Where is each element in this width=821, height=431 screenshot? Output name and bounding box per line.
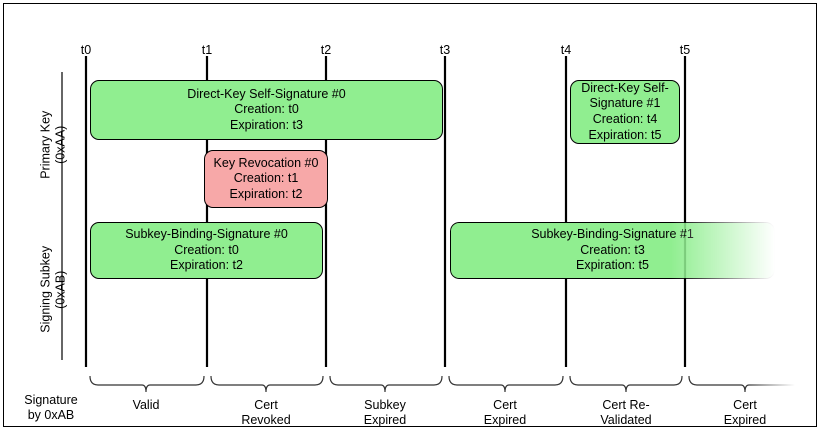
signature-box-direct-key-self-signature-0[interactable]: Direct-Key Self-Signature #0 Creation: t… bbox=[90, 80, 443, 140]
signature-box-title: Subkey-Binding-Signature #0 bbox=[125, 227, 288, 242]
period-label-cert-expired-1: Cert Expired bbox=[484, 398, 526, 428]
row-label-primary-key-line2: (0xAA) bbox=[53, 125, 67, 164]
row-label-primary-key: Primary Key (0xAA) bbox=[38, 110, 68, 180]
signature-box-creation: Creation: t0 bbox=[174, 242, 239, 257]
time-marker-label-t2: t2 bbox=[320, 43, 332, 57]
signature-box-expiration: Expiration: t5 bbox=[588, 127, 662, 142]
time-marker-label-t1: t1 bbox=[201, 43, 213, 57]
brace-period-cert-expired-1 bbox=[448, 375, 564, 393]
signature-box-key-revocation-0[interactable]: Key Revocation #0 Creation: t1 Expiratio… bbox=[204, 150, 328, 208]
signature-box-title: Subkey-Binding-Signature #1 bbox=[531, 227, 694, 242]
period-label-subkey-expired: Subkey Expired bbox=[364, 398, 406, 428]
period-label-valid: Valid bbox=[133, 398, 160, 413]
row-label-primary-key-line1: Primary Key bbox=[38, 110, 53, 179]
brace-period-subkey-expired bbox=[329, 375, 443, 393]
time-marker-label-t3: t3 bbox=[439, 43, 451, 57]
brace-period-valid bbox=[89, 375, 205, 393]
signature-by-label-line2: by 0xAB bbox=[27, 408, 75, 422]
signature-box-creation: Creation: t0 bbox=[234, 102, 299, 117]
signature-by-label: Signature by 0xAB bbox=[14, 393, 88, 423]
period-label-line1: Valid bbox=[132, 398, 160, 412]
signature-by-label-line1: Signature bbox=[24, 393, 78, 407]
period-label-line2: Validated bbox=[600, 413, 652, 427]
period-label-line1: Subkey bbox=[364, 398, 406, 412]
signature-box-creation: Creation: t3 bbox=[580, 242, 645, 257]
brace-period-cert-revoked bbox=[210, 375, 324, 393]
time-marker-label-t4: t4 bbox=[560, 43, 572, 57]
brace-period-cert-expired-2 bbox=[688, 375, 795, 393]
signature-box-subkey-binding-signature-0[interactable]: Subkey-Binding-Signature #0 Creation: t0… bbox=[90, 222, 323, 279]
signature-box-expiration: Expiration: t2 bbox=[170, 258, 243, 273]
period-label-line2: Expired bbox=[723, 413, 767, 427]
row-label-signing-subkey: Signing Subkey (0xAB) bbox=[38, 245, 68, 333]
period-label-line1: Cert Re- bbox=[602, 398, 650, 412]
signature-box-title: Direct-Key Self-Signature #1 bbox=[581, 80, 669, 111]
signature-box-title: Direct-Key Self-Signature #0 bbox=[187, 86, 346, 101]
brace-period-cert-revalidated bbox=[569, 375, 683, 393]
signature-box-expiration: Expiration: t3 bbox=[230, 117, 303, 132]
signature-box-creation: Creation: t4 bbox=[592, 112, 658, 126]
period-label-cert-revoked: Cert Revoked bbox=[241, 398, 290, 428]
time-marker-label-t5: t5 bbox=[679, 43, 691, 57]
signature-box-subkey-binding-signature-1[interactable]: Subkey-Binding-Signature #1 Creation: t3… bbox=[450, 222, 775, 279]
period-label-line1: Cert bbox=[254, 398, 278, 412]
period-label-cert-revalidated: Cert Re- Validated bbox=[600, 398, 651, 428]
period-label-line1: Cert bbox=[493, 398, 517, 412]
period-label-line1: Cert bbox=[733, 398, 757, 412]
signature-box-direct-key-self-signature-1[interactable]: Direct-Key Self-Signature #1 Creation: t… bbox=[570, 80, 680, 144]
period-label-cert-expired-2: Cert Expired bbox=[724, 398, 766, 428]
period-label-line2: Revoked bbox=[241, 413, 291, 427]
time-marker-label-t0: t0 bbox=[80, 43, 92, 57]
row-label-signing-subkey-line2: (0xAB) bbox=[53, 270, 67, 309]
signature-box-creation: Creation: t1 bbox=[233, 171, 299, 186]
period-label-line2: Expired bbox=[483, 413, 527, 427]
period-label-line2: Expired bbox=[363, 413, 407, 427]
outer-frame bbox=[3, 3, 817, 427]
signature-box-title: Key Revocation #0 bbox=[213, 155, 319, 170]
signature-box-expiration: Expiration: t2 bbox=[229, 186, 303, 201]
row-label-signing-subkey-line1: Signing Subkey bbox=[38, 245, 53, 333]
signature-box-expiration: Expiration: t5 bbox=[576, 258, 649, 273]
